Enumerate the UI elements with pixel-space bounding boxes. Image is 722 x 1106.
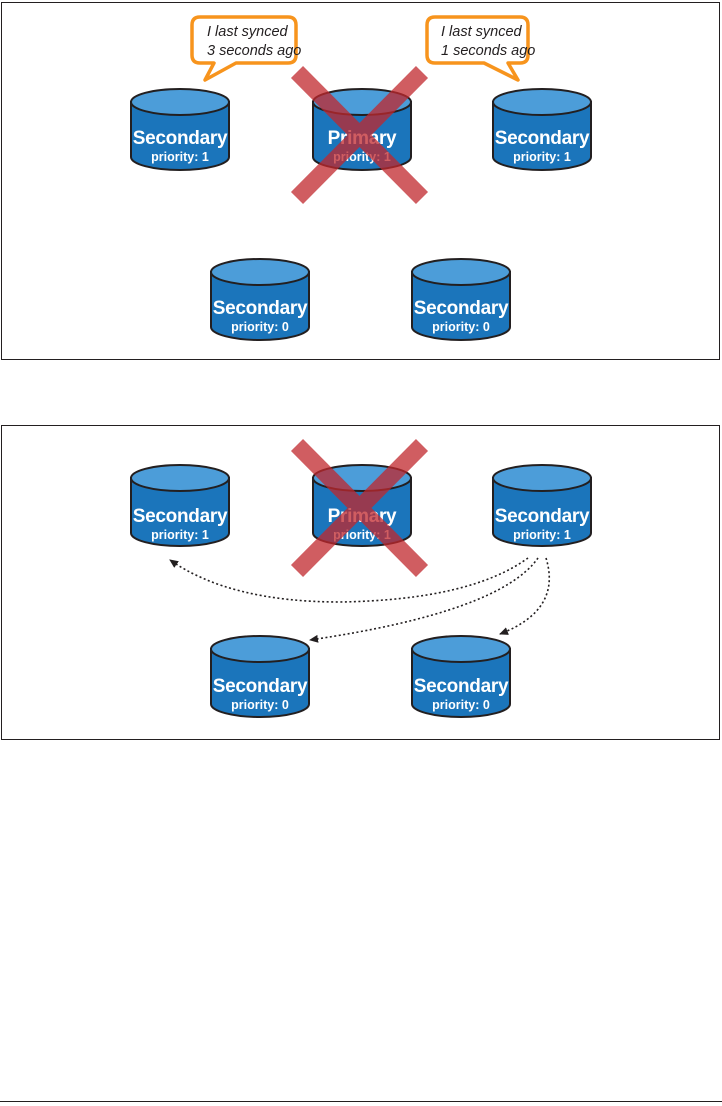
replication-arrows: [169, 557, 551, 643]
bubble-line-2: 3 seconds ago: [207, 43, 301, 59]
failed-primary-cross: [290, 439, 429, 577]
node-name: Secondary: [495, 128, 590, 149]
node-name: Secondary: [133, 128, 228, 149]
database-node: Secondary priority: 0: [210, 635, 310, 718]
node-name: Secondary: [213, 298, 308, 319]
arrow-to-secondary-left: [169, 557, 529, 603]
bubble-line-2: 1 seconds ago: [441, 43, 535, 59]
page-footer-rule: [0, 1101, 722, 1102]
database-node: Secondary priority: 1: [130, 464, 230, 547]
node-priority: priority: 0: [432, 698, 490, 712]
panel-election-top: [1, 2, 720, 360]
node-priority: priority: 1: [513, 150, 571, 164]
database-node: Secondary priority: 1: [492, 464, 592, 547]
node-name: Secondary: [414, 298, 509, 319]
node-name: Secondary: [414, 676, 509, 697]
node-priority: priority: 0: [432, 320, 490, 334]
database-node: Secondary priority: 1: [492, 88, 592, 171]
sync-bubble: I last synced 1 seconds ago: [425, 15, 535, 82]
node-priority: priority: 0: [231, 320, 289, 334]
arrow-to-secondary-bottom-left: [309, 557, 539, 643]
database-node: Secondary priority: 0: [210, 258, 310, 341]
database-node: Secondary priority: 0: [411, 635, 511, 718]
node-name: Secondary: [133, 506, 228, 527]
arrow-to-secondary-bottom-right: [499, 557, 551, 635]
node-priority: priority: 1: [151, 150, 209, 164]
node-name: Secondary: [495, 506, 590, 527]
database-node: Secondary priority: 1: [130, 88, 230, 171]
bubble-line-1: I last synced: [207, 24, 289, 40]
node-name: Secondary: [213, 676, 308, 697]
database-node: Secondary priority: 0: [411, 258, 511, 341]
node-priority: priority: 1: [151, 528, 209, 542]
bubble-line-1: I last synced: [441, 24, 523, 40]
sync-bubble: I last synced 3 seconds ago: [190, 15, 301, 82]
node-priority: priority: 0: [231, 698, 289, 712]
failed-primary-cross: [290, 66, 429, 204]
node-priority: priority: 1: [513, 528, 571, 542]
